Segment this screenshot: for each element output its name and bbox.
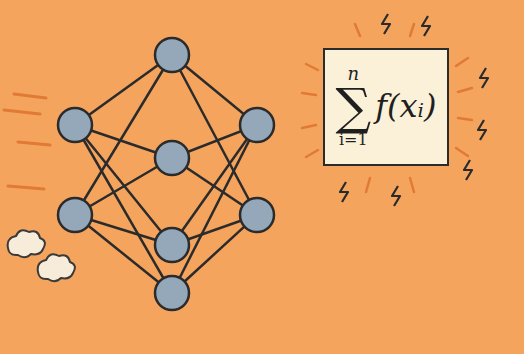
speed-lines — [4, 94, 50, 189]
network-neurons — [58, 38, 274, 310]
dust-puffs — [8, 230, 75, 281]
formula: n∑i=1f(xᵢ) — [336, 65, 437, 148]
formula-text: f(xᵢ) — [375, 90, 436, 124]
formula-text: i=1 — [339, 132, 368, 149]
network-links — [75, 55, 257, 293]
formula-text: n — [348, 65, 360, 84]
glow-rays — [302, 24, 472, 192]
formula-text: ∑ — [336, 84, 372, 132]
formula-part: f(xᵢ) — [375, 90, 436, 124]
formula-box: n∑i=1f(xᵢ) — [323, 48, 449, 166]
formula-part: n∑i=1 — [336, 65, 372, 148]
